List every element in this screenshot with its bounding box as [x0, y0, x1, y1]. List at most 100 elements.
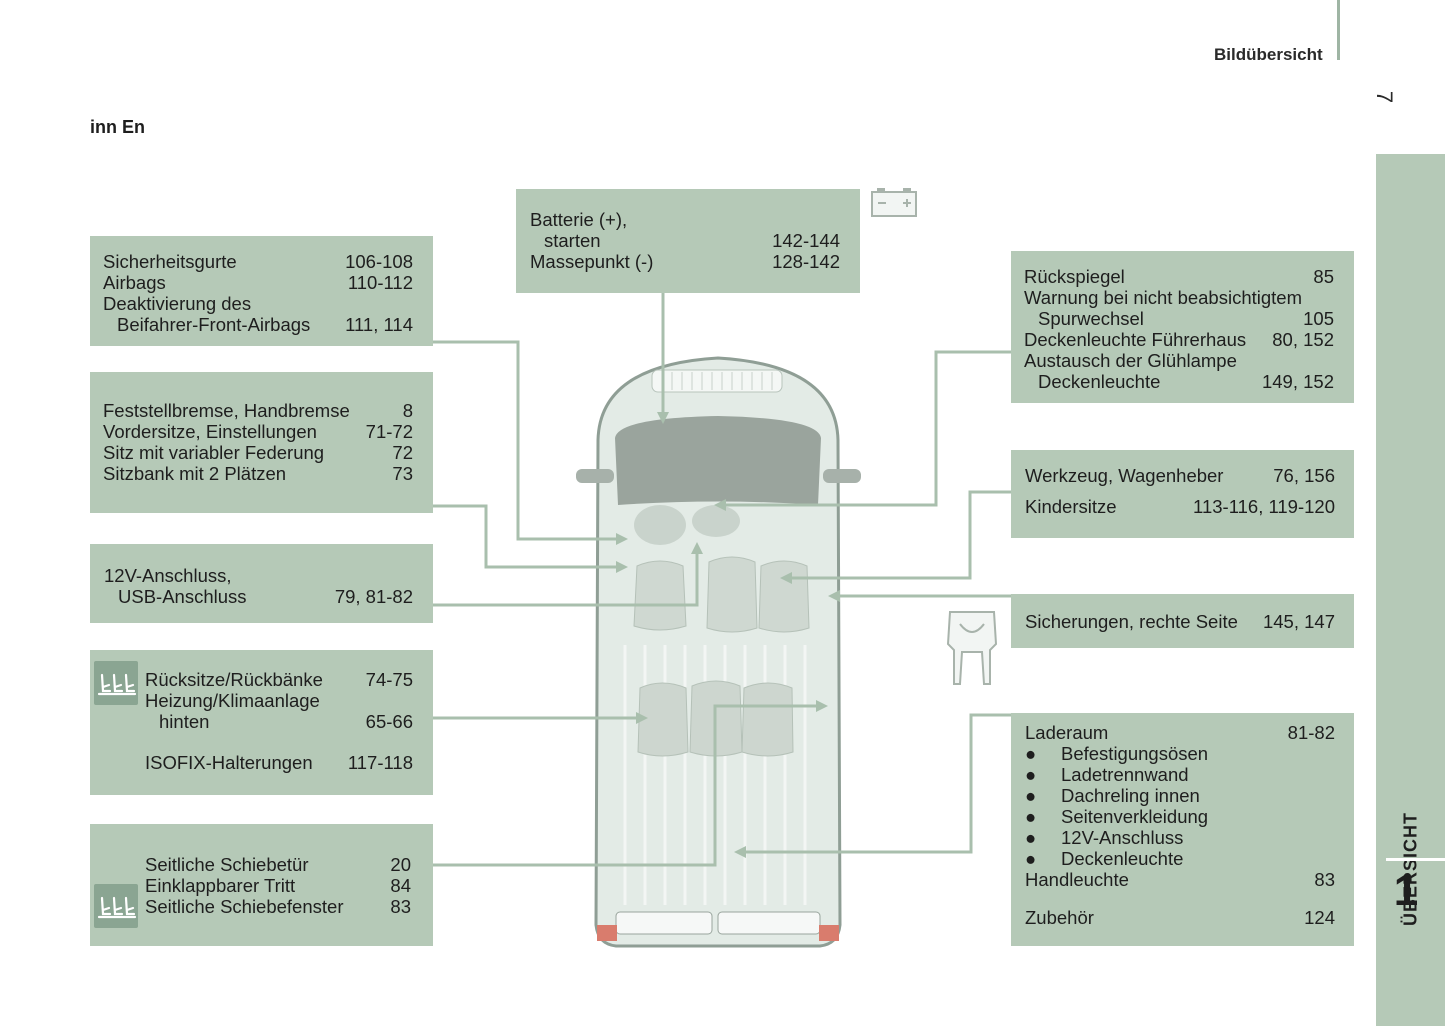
bullet-text: Deckenleuchte: [1061, 848, 1184, 869]
row-text: Rücksitze/Rückbänke: [145, 669, 323, 690]
info-row: 12V-Anschluss,: [104, 565, 413, 586]
bullet-dot: ●: [1025, 743, 1037, 764]
chapter-tab[interactable]: ÜBERSICHT 1: [1376, 154, 1445, 1026]
row-pages[interactable]: 83: [390, 896, 411, 917]
tools-childseats-box: Werkzeug, Wagenheber 76, 156 Kindersitze 1…: [1011, 450, 1354, 538]
info-row: Feststellbremse, Handbremse 8: [103, 400, 413, 421]
row-text: 12V-Anschluss,: [104, 565, 232, 586]
page-header-title: Bildübersicht: [1214, 45, 1323, 64]
row-text: Werkzeug, Wagenheber: [1025, 465, 1224, 486]
row-pages[interactable]: 20: [390, 854, 411, 875]
info-row: Rückspiegel 85: [1024, 266, 1334, 287]
row-pages[interactable]: 65-66: [365, 711, 413, 732]
row-pages[interactable]: 80, 152: [1272, 329, 1334, 350]
info-row: Kindersitze 113-116, 119-120: [1025, 496, 1335, 517]
row-pages[interactable]: 106-108: [345, 251, 413, 272]
row-pages[interactable]: 8: [402, 400, 413, 421]
row-text: Seitliche Schiebefenster: [145, 896, 344, 917]
info-row: Austausch der Glühlampe: [1024, 350, 1334, 371]
row-text: Laderaum: [1025, 722, 1109, 743]
row-text: Airbags: [103, 272, 166, 293]
info-row: Laderaum 81-82: [1025, 722, 1335, 743]
row-pages[interactable]: 74-75: [365, 669, 413, 690]
row-pages[interactable]: 149, 152: [1261, 371, 1334, 392]
bullet-item: ● Seitenverkleidung: [1025, 806, 1335, 827]
row-pages[interactable]: 128-142: [772, 251, 840, 272]
row-pages[interactable]: 72: [392, 442, 413, 463]
row-pages[interactable]: 85: [1313, 266, 1334, 287]
row-text: starten: [544, 230, 601, 251]
row-pages[interactable]: 117-118: [347, 752, 413, 773]
bullet-dot: ●: [1025, 827, 1037, 848]
bullet-dot: ●: [1025, 848, 1037, 869]
bullet-text: Seitenverkleidung: [1061, 806, 1209, 827]
row-pages[interactable]: 105: [1303, 308, 1334, 329]
bullet-text: 12V-Anschluss: [1061, 827, 1184, 848]
row-pages[interactable]: 145, 147: [1262, 611, 1335, 632]
row-text: Rückspiegel: [1024, 266, 1125, 287]
bullet-dot: ●: [1025, 785, 1037, 806]
row-spacer: [1025, 890, 1335, 907]
chapter-tab-divider: [1386, 858, 1445, 861]
row-text: Kindersitze: [1025, 496, 1117, 517]
row-pages[interactable]: 84: [390, 875, 411, 896]
row-pages[interactable]: 79, 81-82: [334, 586, 413, 607]
rear-seats-box: Rücksitze/Rückbänke 74-75 Heizung/Klimaan…: [90, 650, 433, 795]
row-pages[interactable]: 76, 156: [1273, 465, 1335, 486]
row-text: hinten: [159, 711, 210, 732]
info-row: Heizung/Klimaanlage: [145, 690, 413, 711]
row-pages[interactable]: 142-144: [772, 230, 840, 251]
info-row: Werkzeug, Wagenheber 76, 156: [1025, 465, 1335, 486]
row-text: Deaktivierung des: [103, 293, 252, 314]
row-pages[interactable]: 83: [1314, 869, 1335, 890]
row-text: Massepunkt (-): [530, 251, 654, 272]
row-spacer: [145, 732, 413, 752]
info-row: Massepunkt (-) 128-142: [530, 251, 840, 272]
row-text: ISOFIX-Halterungen: [145, 752, 313, 773]
row-text: Beifahrer-Front-Airbags: [117, 314, 311, 335]
row-pages[interactable]: 110-112: [347, 272, 413, 293]
row-text: Feststellbremse, Handbremse: [103, 400, 350, 421]
info-row: Airbags 110-112: [103, 272, 413, 293]
info-row: Rücksitze/Rückbänke 74-75: [145, 669, 413, 690]
rear-seats-icon: [94, 661, 138, 705]
row-text: Deckenleuchte Führerhaus: [1024, 329, 1247, 350]
bullet-text: Dachreling innen: [1061, 785, 1200, 806]
row-text: Warnung bei nicht beabsichtigtem: [1024, 287, 1302, 308]
row-pages[interactable]: 81-82: [1287, 722, 1335, 743]
row-spacer: [1025, 486, 1335, 496]
info-row: Spurwechsel 105: [1024, 308, 1334, 329]
info-row: hinten 65-66: [145, 711, 413, 732]
row-pages[interactable]: 73: [392, 463, 413, 484]
row-text: Deckenleuchte: [1038, 371, 1161, 392]
row-pages[interactable]: 124: [1304, 907, 1335, 928]
info-row: Warnung bei nicht beabsichtigtem: [1024, 287, 1334, 308]
info-row: Deckenleuchte 149, 152: [1024, 371, 1334, 392]
row-pages[interactable]: 111, 114: [345, 314, 413, 335]
row-text: Spurwechsel: [1038, 308, 1144, 329]
leader-lines: [433, 292, 1011, 867]
bullet-item: ● Deckenleuchte: [1025, 848, 1335, 869]
brake-seats-box: Feststellbremse, Handbremse 8 Vordersitze…: [90, 372, 433, 513]
battery-icon: [871, 188, 917, 217]
info-row: Zubehör 124: [1025, 907, 1335, 928]
info-row: starten 142-144: [530, 230, 840, 251]
van-top-view-illustration: [576, 356, 861, 948]
row-pages[interactable]: 71-72: [365, 421, 413, 442]
fuse-icon: [946, 611, 998, 685]
bullet-item: ● 12V-Anschluss: [1025, 827, 1335, 848]
row-text: Zubehör: [1025, 907, 1094, 928]
bullet-dot: ●: [1025, 806, 1037, 827]
row-pages[interactable]: 113-116, 119-120: [1193, 496, 1335, 517]
